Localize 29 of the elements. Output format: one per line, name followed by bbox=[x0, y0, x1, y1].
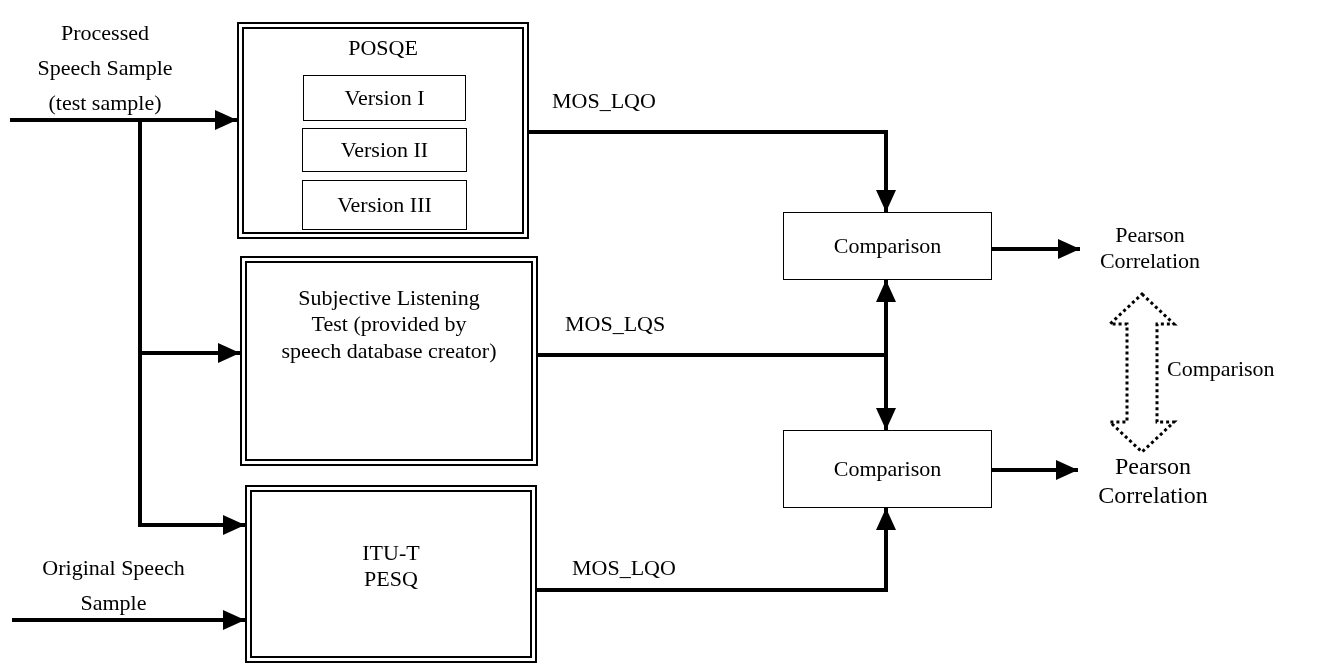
node-text: Version I bbox=[344, 84, 425, 112]
result-label: Pearson Correlation bbox=[1078, 452, 1228, 524]
arrow bbox=[992, 460, 1078, 480]
arrow bbox=[8, 110, 237, 130]
process-box bbox=[783, 212, 992, 280]
test-box bbox=[240, 256, 538, 466]
node-text: POSQE bbox=[348, 35, 418, 62]
arrow bbox=[529, 130, 896, 212]
arrow bbox=[537, 508, 896, 592]
node-text: Comparison bbox=[833, 455, 942, 483]
arrow bbox=[538, 353, 896, 430]
process-box bbox=[783, 430, 992, 508]
arrow bbox=[10, 610, 245, 630]
arrow bbox=[992, 239, 1080, 259]
input-label: Processed Speech Sample (test sample) bbox=[10, 8, 200, 120]
node-text: Subjective Listening Test (provided by speech database creator) bbox=[281, 285, 497, 365]
version-box bbox=[302, 128, 467, 172]
version-box bbox=[303, 75, 466, 121]
double-arrow bbox=[1106, 291, 1178, 455]
version-box bbox=[302, 180, 467, 230]
node-text: Comparison bbox=[833, 232, 942, 260]
model-box bbox=[237, 22, 529, 239]
node-text: Version II bbox=[340, 136, 429, 164]
arrow bbox=[138, 120, 245, 535]
input-label: Original Speech Sample bbox=[12, 548, 215, 620]
node-text: Version III bbox=[337, 191, 432, 219]
result-label: Pearson Correlation bbox=[1080, 222, 1220, 294]
node-text: ITU-T PESQ bbox=[361, 540, 421, 593]
model-box bbox=[245, 485, 537, 663]
